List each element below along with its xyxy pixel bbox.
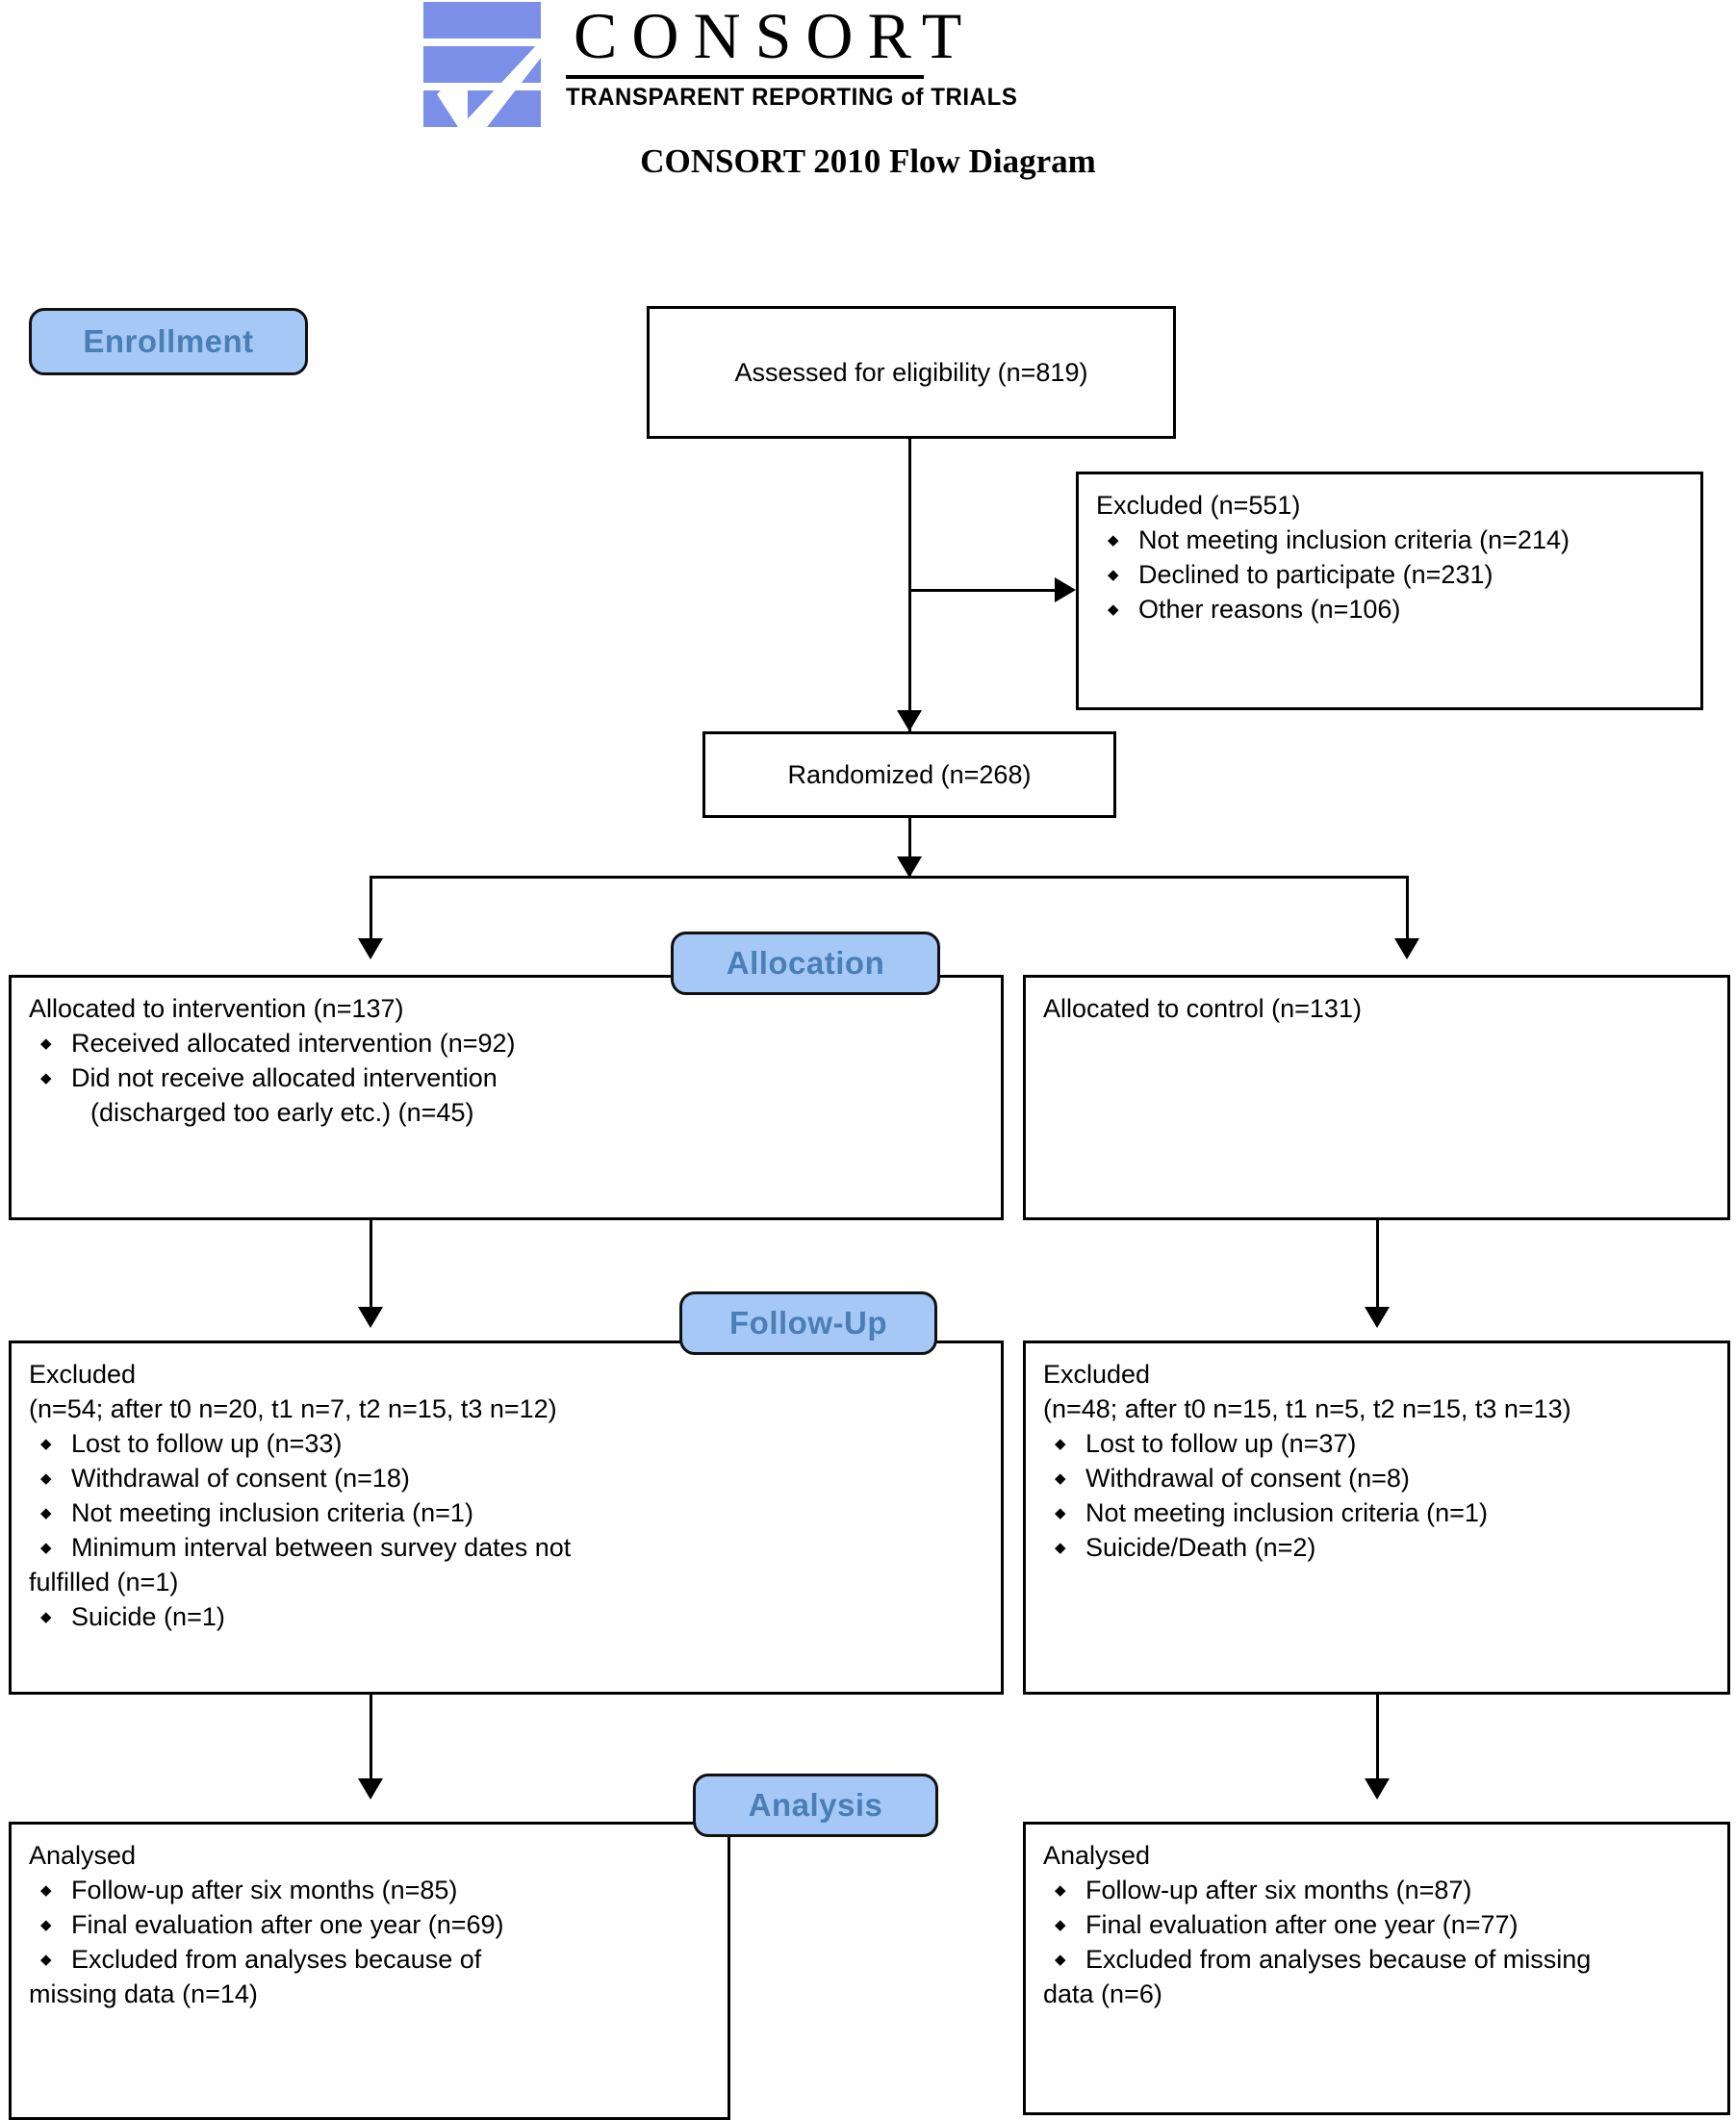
connector-split-right-down [1406, 876, 1409, 955]
box-allocated-control: Allocated to control (n=131) [1023, 975, 1730, 1220]
list-item: Minimum interval between survey dates no… [29, 1530, 983, 1599]
box-randomized-title: Randomized (n=268) [787, 760, 1032, 789]
list-item-continuation: data (n=6) [1043, 1980, 1162, 2008]
consort-logo-mark [423, 2, 541, 127]
list-item-continuation: fulfilled (n=1) [29, 1568, 179, 1596]
list-item: Not meeting inclusion criteria (n=1) [29, 1495, 983, 1531]
list-item: Follow-up after six months (n=87) [1043, 1873, 1710, 1908]
list-item: Excluded from analyses because of missin… [29, 1942, 710, 2011]
list-item-text: Minimum interval between survey dates no… [71, 1533, 572, 1562]
consort-wordmark-text: CONSORT [574, 0, 977, 72]
list-item-text: Did not receive allocated intervention [71, 1063, 498, 1092]
stage-badge-enrollment-label: Enrollment [83, 323, 254, 359]
list-item-continuation: (discharged too early etc.) (n=45) [90, 1098, 474, 1127]
list-item-text: Excluded from analyses because of [71, 1945, 482, 1974]
list-item: Suicide (n=1) [29, 1599, 983, 1635]
header: CONSORT TRANSPARENT REPORTING of TRIALS … [0, 0, 1736, 192]
arrowhead-followup-control [1365, 1307, 1390, 1328]
box-followup-intervention-title: Excluded [29, 1360, 137, 1389]
arrowhead-to-randomized [897, 710, 922, 731]
list-item: Received allocated intervention (n=92) [29, 1026, 983, 1061]
box-allocated-intervention-list: Received allocated intervention (n=92) D… [29, 1026, 983, 1130]
consort-logo: CONSORT TRANSPARENT REPORTING of TRIALS [423, 0, 1018, 127]
wordmark-divider [566, 75, 924, 79]
connector-split-left-down [370, 876, 372, 955]
connector-to-excluded [908, 589, 1062, 592]
list-item: Excluded from analyses because of missin… [1043, 1942, 1710, 2011]
box-randomized: Randomized (n=268) [702, 731, 1116, 818]
box-followup-control-title: Excluded [1043, 1360, 1151, 1389]
connector-split-horizontal [370, 876, 1409, 879]
box-analysed-control-title: Analysed [1043, 1841, 1151, 1870]
box-analysed-intervention-title: Analysed [29, 1841, 137, 1870]
arrowhead-followup-intervention [358, 1307, 383, 1328]
stage-badge-followup: Follow-Up [679, 1291, 937, 1355]
box-analysed-intervention-list: Follow-up after six months (n=85) Final … [29, 1873, 710, 2011]
list-item: Not meeting inclusion criteria (n=214) [1096, 523, 1683, 558]
list-item: Other reasons (n=106) [1096, 592, 1683, 627]
box-allocated-control-title: Allocated to control (n=131) [1043, 994, 1362, 1023]
arrowhead-analysis-control [1365, 1778, 1390, 1800]
connector-followup-intervention-to-analysis [370, 1695, 372, 1793]
box-assessed-for-eligibility: Assessed for eligibility (n=819) [647, 306, 1176, 439]
connector-randomized-stem [908, 818, 911, 878]
list-item-continuation: missing data (n=14) [29, 1980, 258, 2008]
stage-badge-analysis-label: Analysis [748, 1787, 883, 1823]
box-followup-excluded-control: Excluded (n=48; after t0 n=15, t1 n=5, t… [1023, 1341, 1730, 1695]
connector-alloc-control-to-followup [1376, 1220, 1379, 1318]
stage-badge-followup-label: Follow-Up [729, 1305, 887, 1341]
stage-badge-analysis: Analysis [693, 1774, 938, 1837]
box-excluded-screening: Excluded (n=551) Not meeting inclusion c… [1076, 472, 1703, 710]
box-followup-control-subtitle: (n=48; after t0 n=15, t1 n=5, t2 n=15, t… [1043, 1394, 1571, 1423]
arrowhead-to-excluded [1055, 577, 1076, 602]
list-item: Lost to follow up (n=33) [29, 1426, 983, 1462]
box-allocated-intervention: Allocated to intervention (n=137) Receiv… [9, 975, 1004, 1220]
stage-badge-allocation: Allocation [671, 932, 940, 995]
connector-alloc-intervention-to-followup [370, 1220, 372, 1318]
list-item-text: Excluded from analyses because of missin… [1085, 1945, 1592, 1974]
connector-assessed-to-randomized [908, 439, 911, 731]
box-analysed-control: Analysed Follow-up after six months (n=8… [1023, 1822, 1730, 2115]
list-item: Suicide/Death (n=2) [1043, 1530, 1710, 1566]
list-item: Withdrawal of consent (n=18) [29, 1461, 983, 1496]
list-item: Withdrawal of consent (n=8) [1043, 1461, 1710, 1496]
box-excluded-screening-list: Not meeting inclusion criteria (n=214) D… [1096, 523, 1683, 627]
stage-badge-enrollment: Enrollment [29, 308, 308, 375]
box-followup-control-list: Lost to follow up (n=37) Withdrawal of c… [1043, 1426, 1710, 1566]
list-item: Lost to follow up (n=37) [1043, 1426, 1710, 1462]
box-followup-intervention-subtitle: (n=54; after t0 n=20, t1 n=7, t2 n=15, t… [29, 1394, 557, 1423]
arrowhead-to-alloc-intervention [358, 938, 383, 959]
box-excluded-screening-title: Excluded (n=551) [1096, 491, 1301, 520]
stage-badge-allocation-label: Allocation [726, 945, 885, 981]
box-followup-intervention-list: Lost to follow up (n=33) Withdrawal of c… [29, 1426, 983, 1635]
box-analysed-control-list: Follow-up after six months (n=87) Final … [1043, 1873, 1710, 2011]
arrowhead-to-alloc-control [1394, 938, 1419, 959]
box-followup-excluded-intervention: Excluded (n=54; after t0 n=20, t1 n=7, t… [9, 1341, 1004, 1695]
list-item: Final evaluation after one year (n=77) [1043, 1907, 1710, 1943]
list-item: Follow-up after six months (n=85) [29, 1873, 710, 1908]
box-analysed-intervention: Analysed Follow-up after six months (n=8… [9, 1822, 730, 2120]
box-allocated-intervention-title: Allocated to intervention (n=137) [29, 994, 404, 1023]
list-item: Final evaluation after one year (n=69) [29, 1907, 710, 1943]
consort-tagline: TRANSPARENT REPORTING of TRIALS [566, 84, 1018, 111]
consort-wordmark: CONSORT TRANSPARENT REPORTING of TRIALS [566, 0, 1018, 115]
list-item: Did not receive allocated intervention (… [29, 1060, 983, 1130]
connector-followup-control-to-analysis [1376, 1695, 1379, 1793]
list-item: Not meeting inclusion criteria (n=1) [1043, 1495, 1710, 1531]
arrowhead-split [897, 856, 922, 878]
box-assessed-title: Assessed for eligibility (n=819) [734, 358, 1088, 387]
page-title: CONSORT 2010 Flow Diagram [640, 142, 1096, 180]
list-item: Declined to participate (n=231) [1096, 557, 1683, 593]
arrowhead-analysis-intervention [358, 1778, 383, 1800]
